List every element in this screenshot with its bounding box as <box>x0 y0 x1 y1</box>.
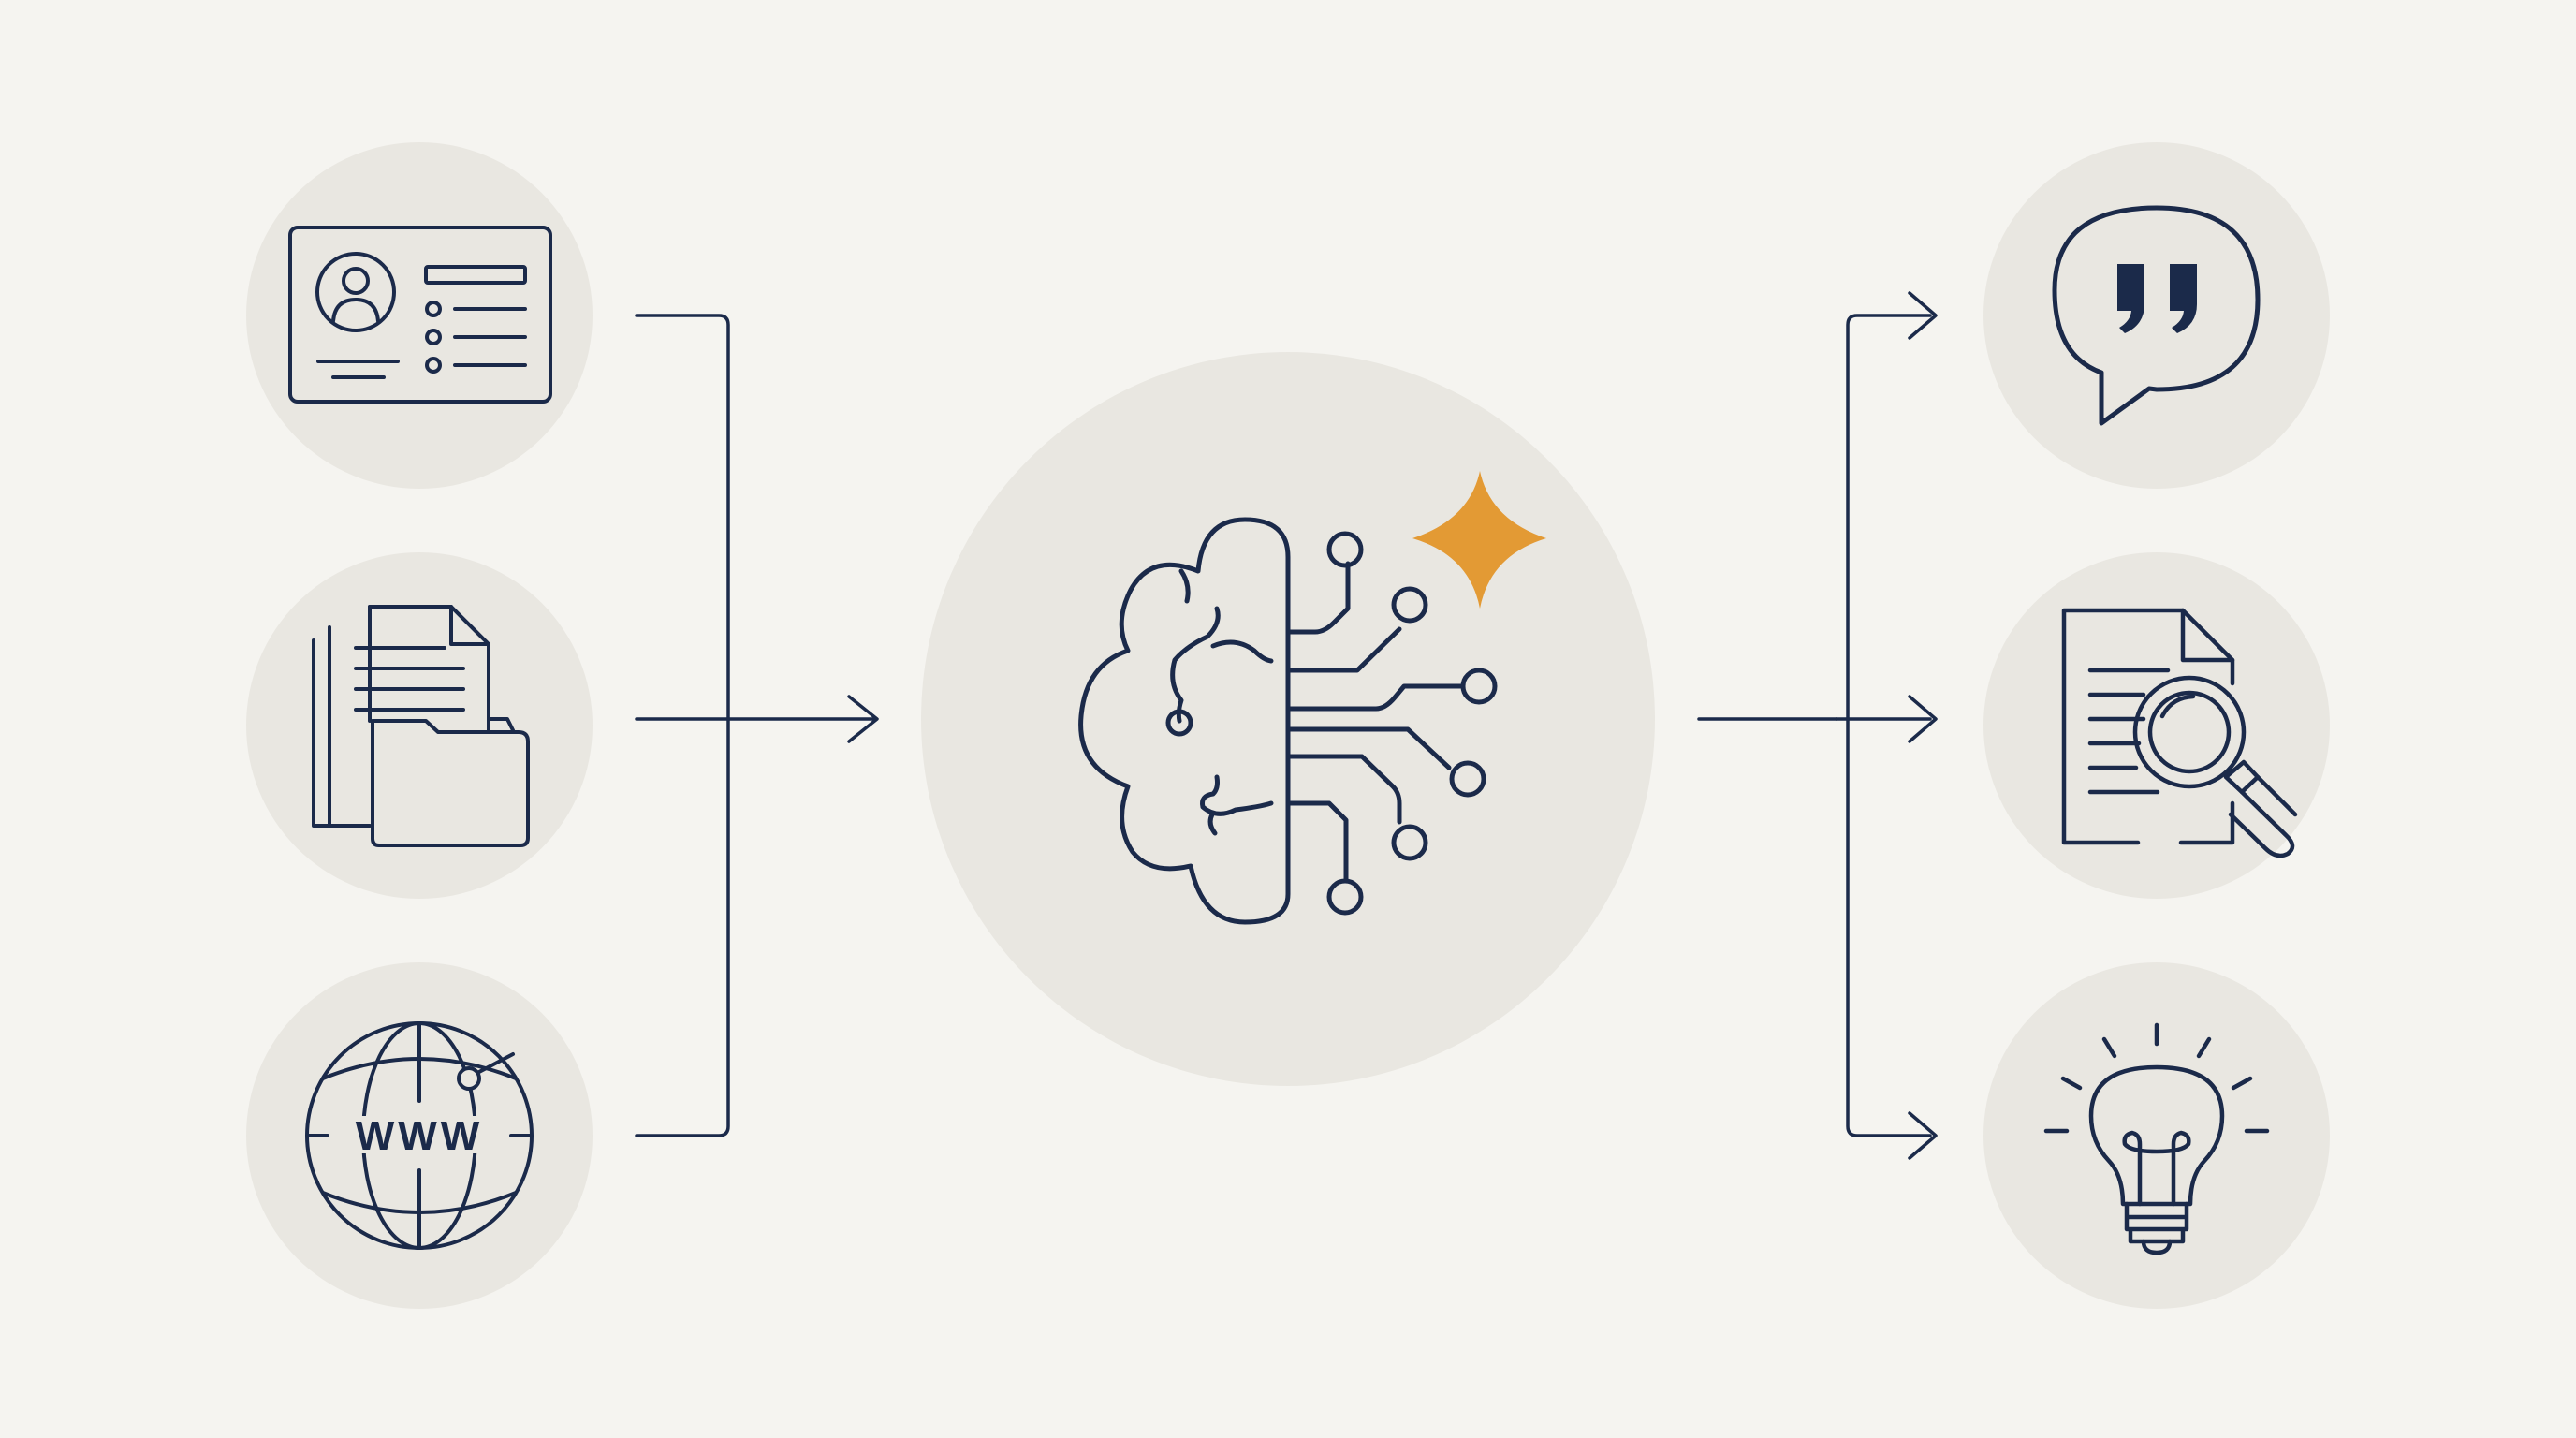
brain-circuit-icon <box>1078 517 1498 925</box>
output-connectors <box>1697 291 1938 1160</box>
arrow-head-middle <box>1908 695 1938 743</box>
output-node-idea <box>1983 962 2330 1309</box>
arrow-head-bottom <box>1908 1111 1938 1160</box>
brain-left-half <box>1078 517 1291 925</box>
documents-folder-icon <box>312 605 530 847</box>
lightbulb-idea-icon <box>2043 1022 2270 1255</box>
input-node-profile <box>246 142 593 489</box>
profile-card-icon <box>288 226 552 404</box>
sparkle-icon <box>1412 471 1546 609</box>
output-node-quote <box>1983 142 2330 489</box>
quote-bubble-icon <box>2052 205 2261 426</box>
output-node-document-search <box>1983 552 2330 899</box>
document-search-icon <box>2061 608 2298 858</box>
connector-bracket-right <box>1846 314 1932 1137</box>
arrow-head-top <box>1908 291 1938 340</box>
input-connectors <box>635 314 879 1137</box>
globe-www-icon: WWW <box>305 1021 534 1250</box>
www-label: WWW <box>356 1113 484 1159</box>
arrow-head-to-center <box>847 695 879 743</box>
input-node-documents <box>246 552 593 899</box>
connector-bracket-left <box>635 314 730 1137</box>
